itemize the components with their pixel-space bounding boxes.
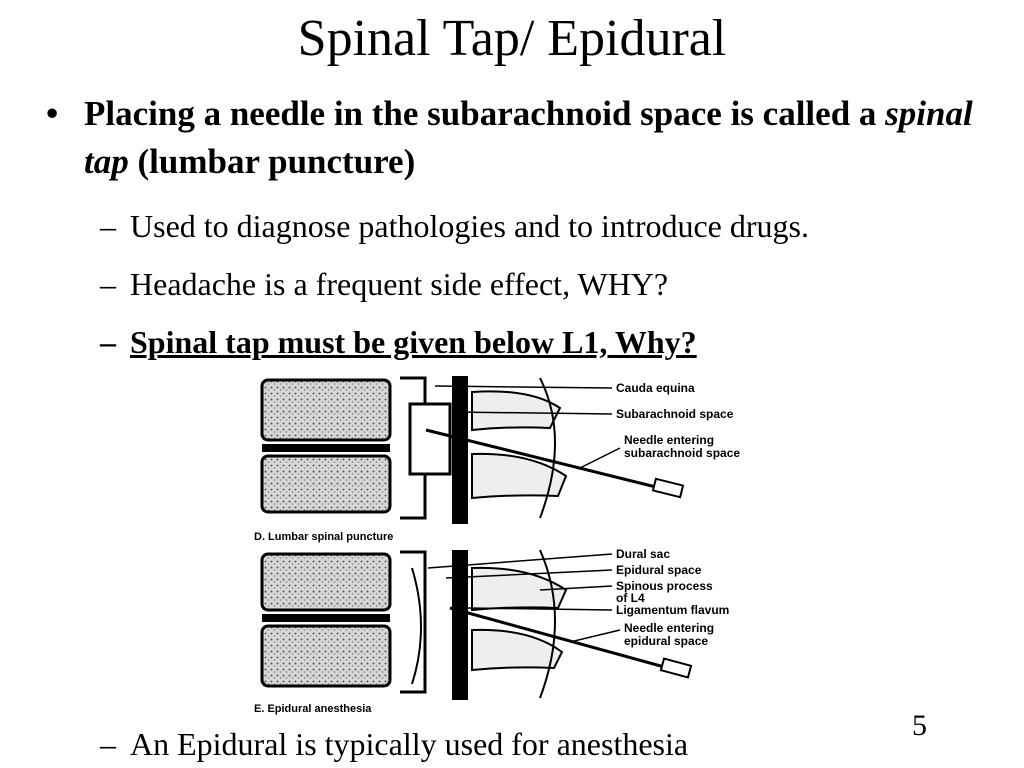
label-epidural-space: Epidural space xyxy=(616,563,702,577)
spinal-anatomy-figure: Cauda equina Subarachnoid space Needle e… xyxy=(240,368,800,718)
leader-line xyxy=(427,553,613,569)
sub-bullet-diagnose: –Used to diagnose pathologies and to int… xyxy=(100,206,1010,246)
epidural-needle xyxy=(449,606,669,670)
caption-epidural-anesthesia: E. Epidural anesthesia xyxy=(254,703,372,715)
leader-line xyxy=(434,385,613,389)
skin-line xyxy=(539,377,556,519)
vertebra-body xyxy=(260,624,392,688)
dura-mater xyxy=(452,376,468,524)
label-of-l4: of L4 xyxy=(616,591,645,605)
leader-line xyxy=(539,585,613,591)
label-needle-entering: Needle entering xyxy=(624,433,714,447)
label-cauda-equina: Cauda equina xyxy=(616,381,695,395)
spinous-process xyxy=(471,628,564,672)
main-bullet-part2: (lumbar puncture) xyxy=(128,142,416,181)
needle-hub xyxy=(651,477,685,499)
slide-title: Spinal Tap/ Epidural xyxy=(297,10,727,67)
sub-bullet-text: Spinal tap must be given below L1, Why? xyxy=(130,324,697,360)
needle-hub xyxy=(659,657,693,679)
label-needle-epidural: epidural space xyxy=(624,634,708,648)
sub-bullet-text: Used to diagnose pathologies and to intr… xyxy=(130,208,809,244)
sub-bullet-below-l1: –Spinal tap must be given below L1, Why? xyxy=(100,322,1010,362)
main-bullet-text: Placing a needle in the subarachnoid spa… xyxy=(46,90,986,186)
ligamentum-flavum xyxy=(452,550,468,700)
vertebra-body xyxy=(260,552,392,612)
vertebra-body xyxy=(260,378,392,442)
sub-bullet-epidural: –An Epidural is typically used for anest… xyxy=(100,724,1010,764)
leader-line xyxy=(445,569,613,579)
main-bullet-part1: Placing a needle in the subarachnoid spa… xyxy=(84,94,886,133)
page-number: 5 xyxy=(912,709,927,742)
leader-line xyxy=(453,411,613,415)
label-spinous-process: Spinous process xyxy=(616,579,713,593)
lumbar-puncture-panel: Cauda equina Subarachnoid space Needle e… xyxy=(254,376,740,543)
sub-bullet-dash: – xyxy=(100,726,116,762)
vertebra-body xyxy=(260,454,392,514)
spinous-process xyxy=(471,452,568,500)
sub-bullet-dash: – xyxy=(100,208,116,244)
label-dural-sac: Dural sac xyxy=(616,547,670,561)
sub-bullet-text: An Epidural is typically used for anesth… xyxy=(130,726,689,762)
skin-line xyxy=(539,549,556,699)
sub-bullet-headache: –Headache is a frequent side effect, WHY… xyxy=(100,264,1010,304)
label-needle-subarachnoid: subarachnoid space xyxy=(624,446,740,460)
sub-bullet-dash: – xyxy=(100,266,116,302)
main-bullet-italic: spinal tap xyxy=(84,94,973,181)
label-subarachnoid-space: Subarachnoid space xyxy=(616,407,734,421)
dural-sac xyxy=(411,567,422,685)
intervertebral-disc xyxy=(262,444,390,452)
sub-bullet-text: Headache is a frequent side effect, WHY? xyxy=(130,266,669,302)
leader-line xyxy=(569,629,621,643)
spinal-diagram: Cauda equina Subarachnoid space Needle e… xyxy=(254,376,740,715)
bullet-glyph: • xyxy=(46,94,59,133)
main-bullet: • Placing a needle in the subarachnoid s… xyxy=(46,90,986,186)
spinal-needle xyxy=(425,428,661,490)
label-ligamentum-flavum: Ligamentum flavum xyxy=(616,603,729,617)
epidural-panel: Dural sac Epidural space Spinous process… xyxy=(254,547,729,715)
intervertebral-disc xyxy=(262,614,390,622)
sub-bullet-dash: – xyxy=(100,324,116,360)
leader-line xyxy=(467,607,613,611)
leader-line xyxy=(579,447,621,469)
label-needle-entering: Needle entering xyxy=(624,621,714,635)
cauda-equina xyxy=(408,402,452,476)
spinous-process xyxy=(471,390,562,432)
caption-lumbar-puncture: D. Lumbar spinal puncture xyxy=(254,531,393,543)
